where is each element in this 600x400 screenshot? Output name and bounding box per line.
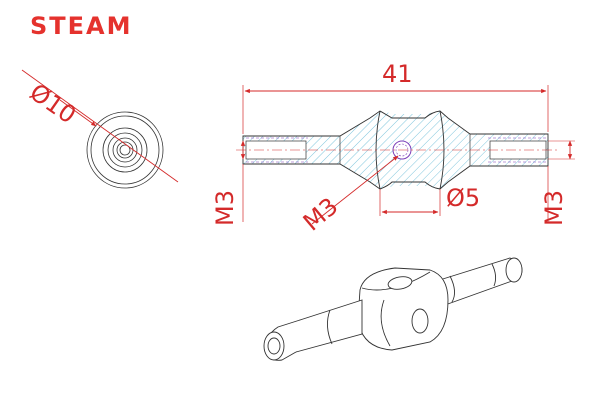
length-41-label: 41 [382, 60, 413, 88]
diameter-10-label: Ø10 [25, 78, 82, 129]
iso-right-step [491, 263, 497, 287]
end-view [86, 111, 164, 189]
diameter-5-label: Ø5 [446, 184, 480, 212]
iso-right-step-2 [449, 275, 455, 303]
end-view-bore [119, 144, 131, 156]
diameter-5-dimension: Ø5 [379, 184, 480, 216]
diameter-10-arrow [59, 99, 97, 127]
end-view-ring-3 [107, 132, 143, 168]
center-m3-label: M3 [298, 192, 344, 237]
iso-left-shaft [291, 299, 363, 353]
end-view-ring-1 [90, 115, 160, 185]
logo-text: STEAM [30, 12, 133, 40]
section-view [236, 110, 560, 190]
iso-center-curve [380, 299, 391, 347]
iso-side-hole [411, 308, 429, 334]
diameter-10-leader [21, 69, 179, 183]
right-m3-dimension: M3 [540, 140, 575, 226]
end-view-outer-circle [86, 111, 164, 189]
right-m3-label: M3 [540, 190, 568, 226]
iso-left-step [327, 309, 333, 345]
center-m3-leader [311, 155, 399, 225]
iso-top-hole [387, 276, 413, 290]
steam-logo: STEAM [30, 12, 133, 40]
iso-right-end [505, 257, 523, 283]
length-41-dimension: 41 [242, 60, 549, 134]
left-m3-dimension: M3 [211, 140, 246, 226]
isometric-view [263, 257, 523, 361]
end-view-ring-4 [112, 137, 138, 163]
iso-left-bore [267, 337, 281, 355]
left-m3-label: M3 [211, 190, 239, 226]
end-view-ring-2 [102, 127, 148, 173]
